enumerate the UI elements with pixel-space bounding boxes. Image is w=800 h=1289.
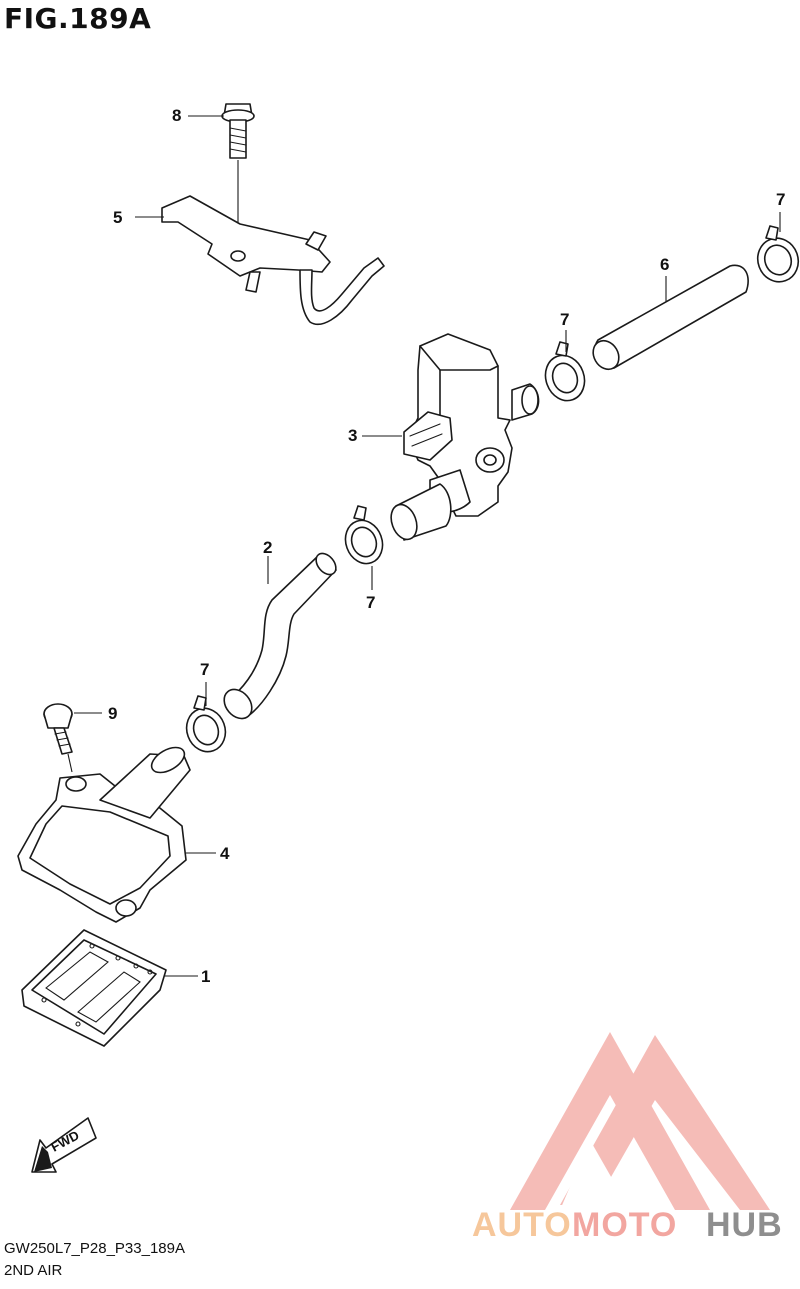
clamp-7-top-right-icon[interactable] xyxy=(752,225,800,288)
bolt-8-icon[interactable] xyxy=(221,103,255,159)
clamp-7-lower-icon[interactable] xyxy=(340,505,389,569)
callout-9[interactable]: 9 xyxy=(108,704,118,723)
callout-5[interactable]: 5 xyxy=(113,208,123,227)
cover-4-icon[interactable] xyxy=(17,742,191,923)
callout-7-lower[interactable]: 7 xyxy=(366,593,376,612)
watermark-logo-icon xyxy=(510,1032,770,1210)
clamp-7-middle-icon[interactable] xyxy=(539,341,590,406)
screw-9-icon[interactable] xyxy=(43,703,73,755)
callout-2[interactable]: 2 xyxy=(263,538,273,557)
callout-8[interactable]: 8 xyxy=(172,106,182,125)
hose-6-icon[interactable] xyxy=(588,264,749,374)
air-valve-3-icon[interactable] xyxy=(387,333,540,543)
callout-6[interactable]: 6 xyxy=(660,255,670,274)
filter-element-1-icon[interactable] xyxy=(21,929,167,1047)
watermark-hub: HUB xyxy=(706,1206,783,1244)
watermark-auto: AUTO xyxy=(472,1206,572,1244)
bracket-5-icon[interactable] xyxy=(161,195,385,325)
callout-7-left[interactable]: 7 xyxy=(200,660,210,679)
clamp-7-left-icon[interactable] xyxy=(181,695,232,757)
callout-4[interactable]: 4 xyxy=(220,844,230,863)
callout-7-top-right[interactable]: 7 xyxy=(776,190,786,209)
callout-3[interactable]: 3 xyxy=(348,426,358,445)
diagram-code: GW250L7_P28_P33_189A xyxy=(4,1240,185,1257)
watermark-moto: MOTO xyxy=(572,1206,678,1244)
diagram-title: 2ND AIR xyxy=(4,1262,63,1279)
callout-1[interactable]: 1 xyxy=(201,967,211,986)
figure-title: FIG.189A xyxy=(4,2,152,35)
callout-7-middle[interactable]: 7 xyxy=(560,310,570,329)
bent-hose-2-icon[interactable] xyxy=(219,550,340,724)
fwd-arrow-icon: FWD xyxy=(31,1117,97,1173)
